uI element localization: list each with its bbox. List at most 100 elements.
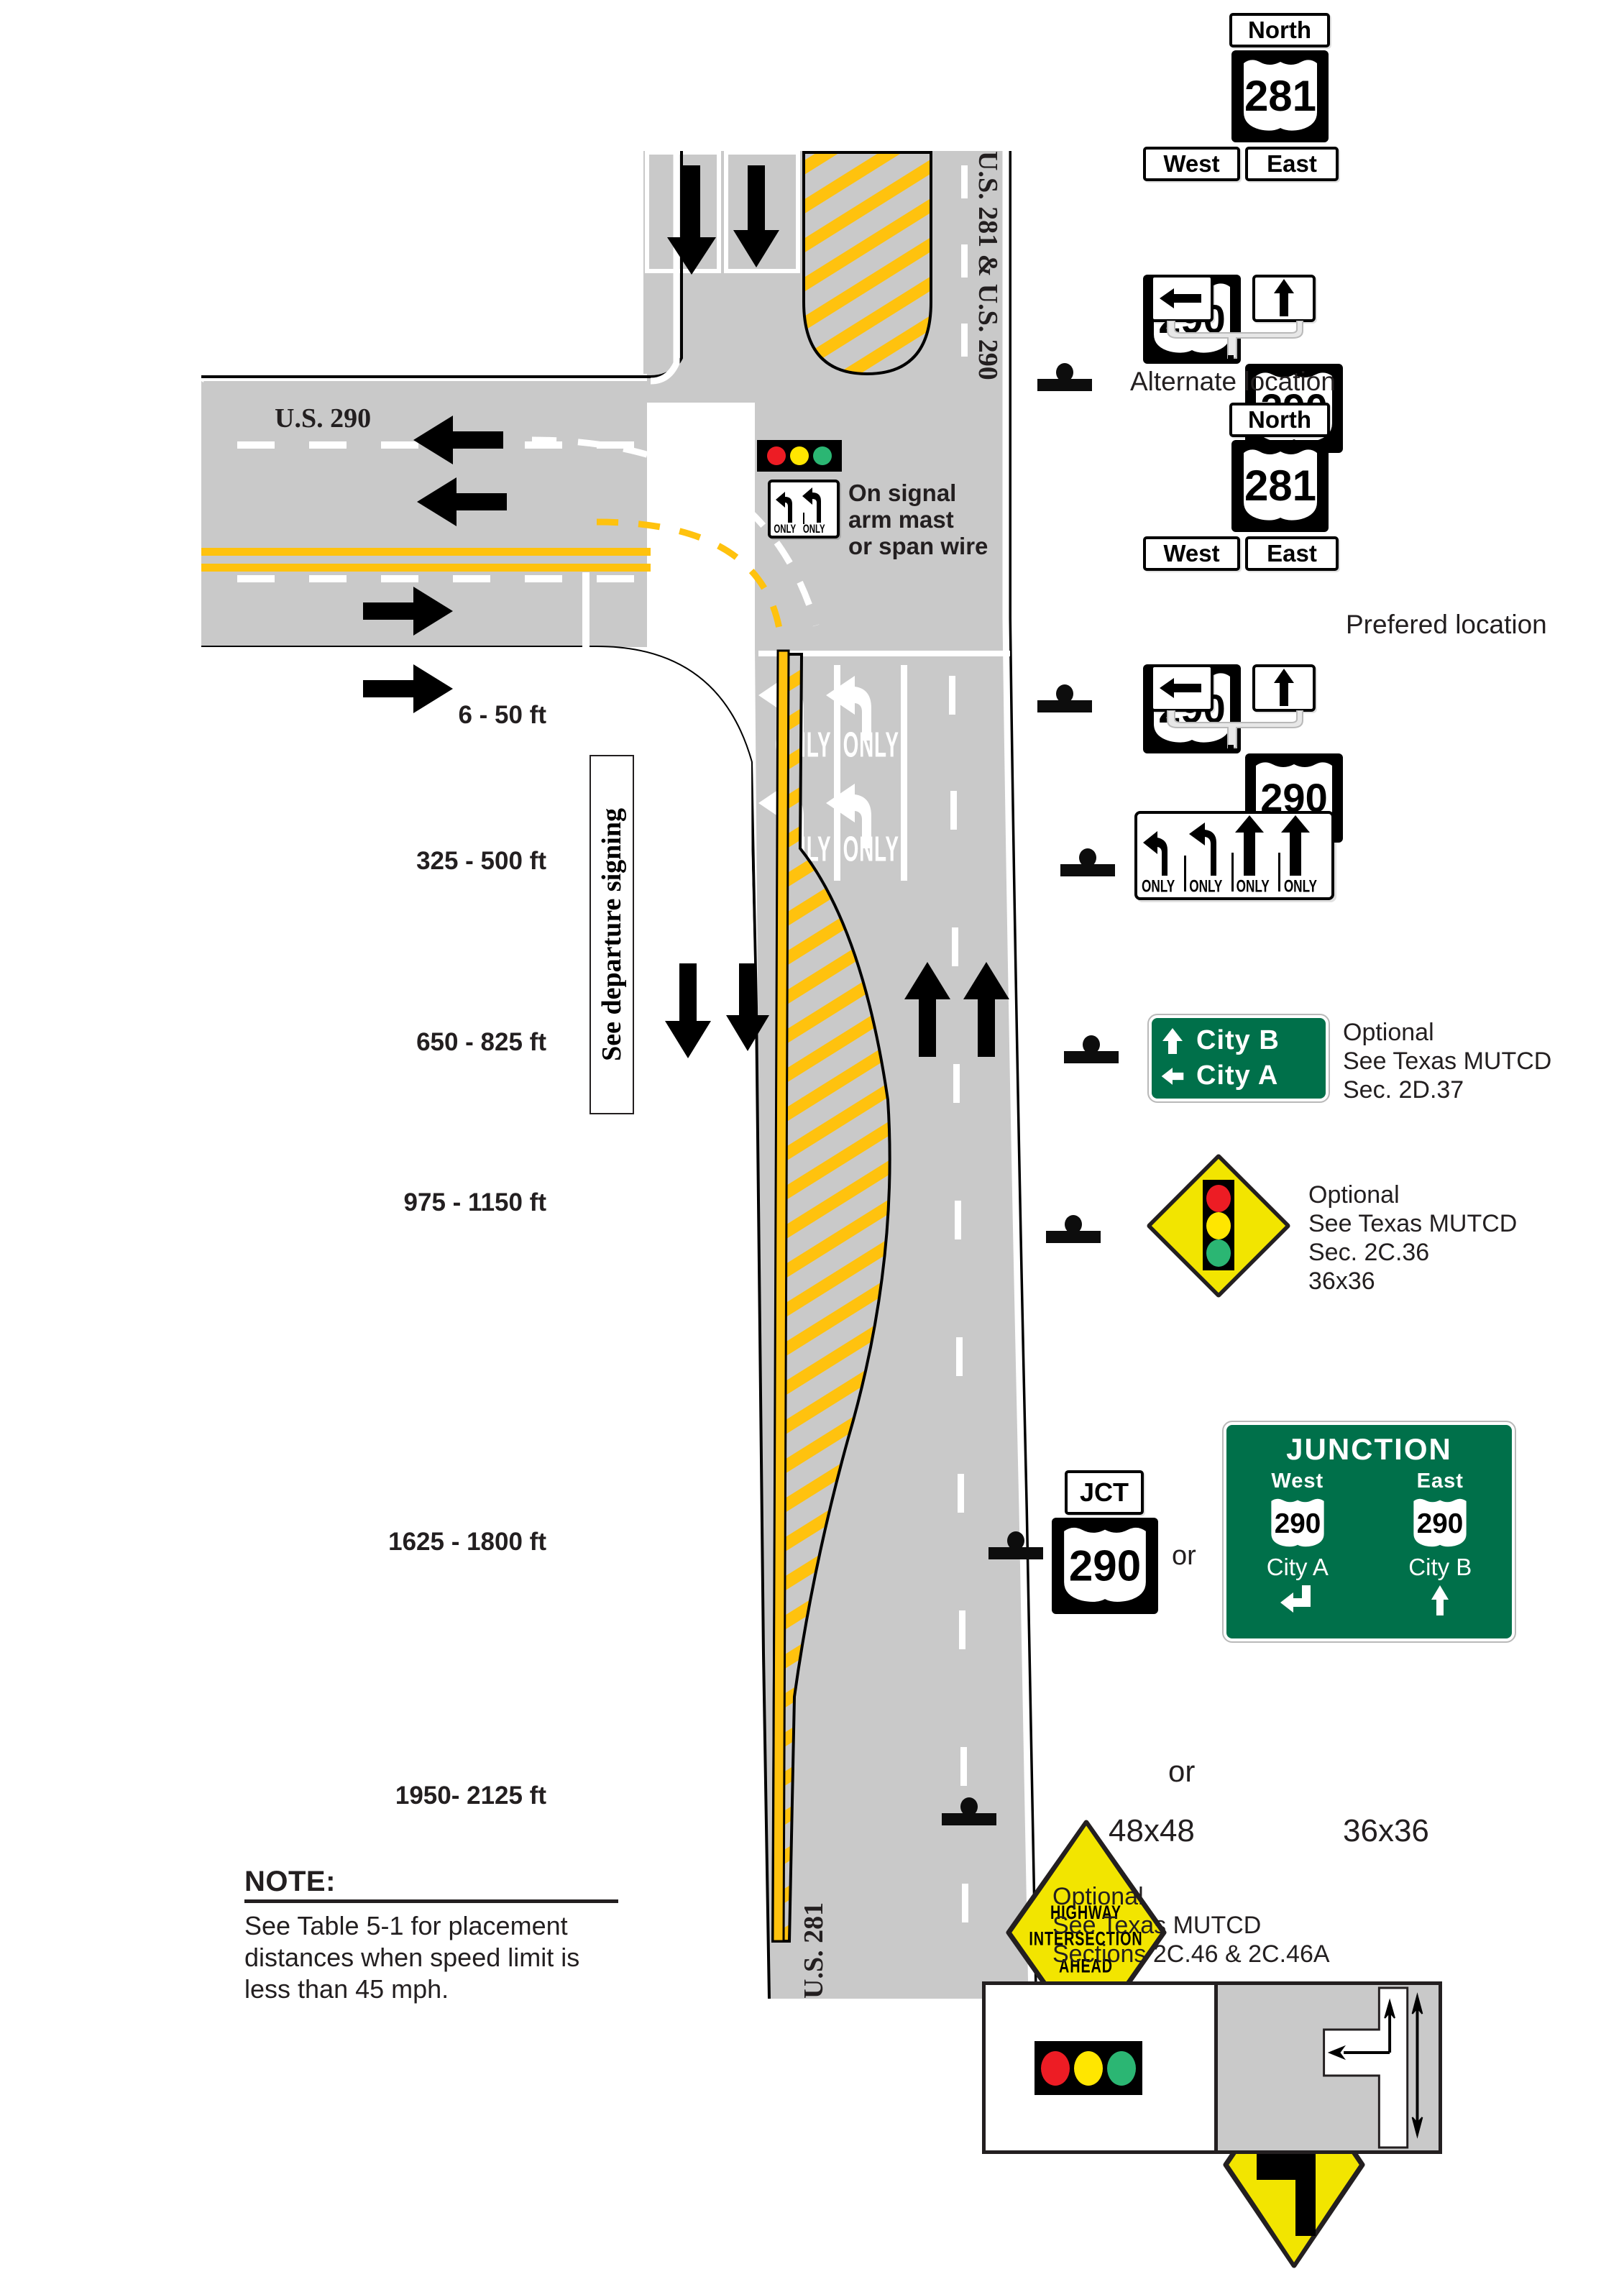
- east-cardinal-plate-pref: East: [1245, 536, 1339, 571]
- post-knob-laneuse: [1079, 848, 1096, 867]
- destination-row-1: City B: [1160, 1025, 1317, 1056]
- diagram-canvas: ONLY ONLY ONLY ONLY: [201, 13, 1552, 2268]
- signpost-marker-alternate: [1037, 363, 1092, 392]
- post-knob-pref: [1056, 684, 1073, 703]
- post-base-signal: [1046, 1231, 1101, 1243]
- jct-route-assembly[interactable]: JCT 290: [1052, 1470, 1167, 1636]
- signal-lamp-green: [813, 446, 832, 465]
- north-cardinal-text: North: [1248, 17, 1311, 43]
- svg-text:ONLY: ONLY: [1284, 877, 1317, 897]
- sign-support-post-alternate: [1167, 321, 1303, 361]
- east-cardinal-text: East: [1267, 150, 1317, 177]
- post-base-laneuse: [1060, 864, 1115, 876]
- up-arrow-icon: [1274, 279, 1294, 316]
- centerline-west-1: [201, 548, 651, 556]
- east-cardinal-plate: East: [1245, 147, 1339, 181]
- signpost-marker-lane-use: [1060, 848, 1115, 877]
- svg-text:ONLY: ONLY: [843, 726, 899, 765]
- junction-column-left: West 290 City A: [1267, 1470, 1329, 1618]
- departure-signing-box: See departure signing: [589, 755, 634, 1114]
- hia-sign-size: 48x48: [1109, 1813, 1195, 1848]
- note-title: NOTE:: [244, 1866, 336, 1897]
- sign-support-post-preferred: [1167, 710, 1303, 751]
- svg-text:ONLY: ONLY: [803, 522, 825, 536]
- junction-right-route: 290: [1417, 1508, 1464, 1539]
- jct-us-shield-290-number: 290: [1069, 1541, 1141, 1590]
- post-knob-jct: [1007, 1531, 1024, 1550]
- hia-legend-text: HIGHWAY INTERSECTION AHEAD: [1029, 1902, 1142, 1976]
- post-base-jct: [988, 1547, 1043, 1559]
- left-arrow-icon: [1160, 288, 1201, 308]
- post-knob: [1056, 363, 1073, 382]
- junction-or-text: or: [1172, 1541, 1196, 1571]
- signal-ahead-warning-sign[interactable]: [1147, 1154, 1290, 1298]
- post-base-dest: [1064, 1051, 1119, 1063]
- west-cardinal-plate-pref: West: [1143, 536, 1240, 571]
- label-bottom-route: U.S. 281: [799, 1902, 829, 1999]
- legend-signal-head: [1035, 2041, 1142, 2095]
- pavement-arrow-up-main-2: [963, 962, 1009, 1057]
- junction-guide-sign[interactable]: JUNCTION West 290 City A East 290 C: [1222, 1421, 1516, 1643]
- pavement-left-turn-arrow-b1: [826, 676, 871, 741]
- up-arrow-icon-pref: [1274, 669, 1294, 706]
- pavement-arrow-right-1: [363, 587, 453, 636]
- signal-lamp-green-icon: [1206, 1239, 1231, 1267]
- left-arrow-icon-dest: [1161, 1067, 1184, 1085]
- intersection-warning-note: Optional See Texas MUTCD Sections 2C.46 …: [1052, 1883, 1330, 1968]
- up-arrow-plate: [1252, 275, 1316, 322]
- us-shield-281: 281: [1231, 50, 1329, 142]
- junction-left-shield: 290: [1271, 1498, 1324, 1547]
- pavement-arrow-down-main-1: [665, 963, 711, 1058]
- note-block: NOTE: See Table 5-1 for placement distan…: [244, 1866, 618, 2005]
- t-sign-size: 36x36: [1343, 1813, 1429, 1848]
- distance-label-6: 1950- 2125 ft: [395, 1782, 546, 1810]
- west-cardinal-text-pref: West: [1163, 540, 1220, 567]
- junction-right-cardinal: East: [1416, 1470, 1464, 1493]
- traffic-signal-head-plan: [757, 440, 842, 472]
- us-shield-281-pref: 281: [1231, 440, 1329, 532]
- jct-plate-text: JCT: [1079, 1477, 1129, 1507]
- turn-guide-dashed-white: [531, 436, 820, 627]
- junction-left-turn-arrow-icon: [1280, 1585, 1311, 1613]
- bay-line-1: [834, 665, 840, 881]
- svg-text:ONLY: ONLY: [1189, 877, 1222, 897]
- legend-lamp-red: [1041, 2050, 1070, 2086]
- label-west-route: U.S. 290: [275, 403, 372, 434]
- lane-arrow-1-icon: [1143, 831, 1167, 876]
- lane-dash-group-mainline-right: [949, 676, 968, 1922]
- legend-box: [982, 1981, 1442, 2154]
- destination-row-2: City A: [1160, 1060, 1317, 1091]
- svg-text:HIGHWAY: HIGHWAY: [1050, 1902, 1121, 1923]
- departure-signing-label: See departure signing: [597, 808, 627, 1061]
- roadway-plan-view: ONLY ONLY ONLY ONLY: [201, 151, 1037, 1999]
- destination-text-2: City A: [1196, 1060, 1279, 1091]
- post-base-warn: [942, 1813, 996, 1825]
- lane-arrow-4-icon: [1281, 815, 1310, 876]
- svg-text:ONLY: ONLY: [843, 830, 899, 869]
- lane-use-control-sign[interactable]: ONLY ONLY ONLY ONLY: [1134, 811, 1334, 900]
- lane-dash-group-west-south: [237, 575, 634, 582]
- median-island-top: [802, 151, 932, 376]
- preferred-location-assembly[interactable]: North 281 West East 290 290: [1143, 403, 1352, 843]
- east-cardinal-text-pref: East: [1267, 540, 1317, 567]
- legend-movement-cell: [1214, 1985, 1439, 2150]
- preferred-location-label: Prefered location: [1346, 610, 1547, 639]
- post-knob-signal: [1065, 1215, 1082, 1234]
- pavement-arrow-left-1: [413, 416, 503, 464]
- left-arrow-plate-pref: [1150, 664, 1214, 712]
- legend-lamp-green: [1107, 2050, 1136, 2086]
- distance-label-2: 325 - 500 ft: [416, 847, 546, 875]
- destination-sign-note: Optional See Texas MUTCD Sec. 2D.37: [1343, 1019, 1552, 1104]
- destination-guide-sign[interactable]: City B City A: [1147, 1014, 1330, 1103]
- mastarm-lane-use-sign: ONLY ONLY: [768, 480, 840, 538]
- signpost-marker-signal-ahead: [1046, 1215, 1101, 1244]
- pavement-arrow-down-top-2: [733, 165, 779, 267]
- alternate-location-assembly[interactable]: North 281 West East 290 290: [1143, 13, 1352, 453]
- junction-heading: JUNCTION: [1286, 1432, 1452, 1466]
- post-knob-dest: [1083, 1035, 1100, 1054]
- svg-text:ONLY: ONLY: [774, 522, 796, 536]
- left-turn-arrow-icon-b: [802, 487, 821, 523]
- legend-lamp-yellow: [1074, 2050, 1103, 2086]
- north-cardinal-plate-pref: North: [1229, 403, 1330, 437]
- west-cardinal-text: West: [1163, 150, 1220, 177]
